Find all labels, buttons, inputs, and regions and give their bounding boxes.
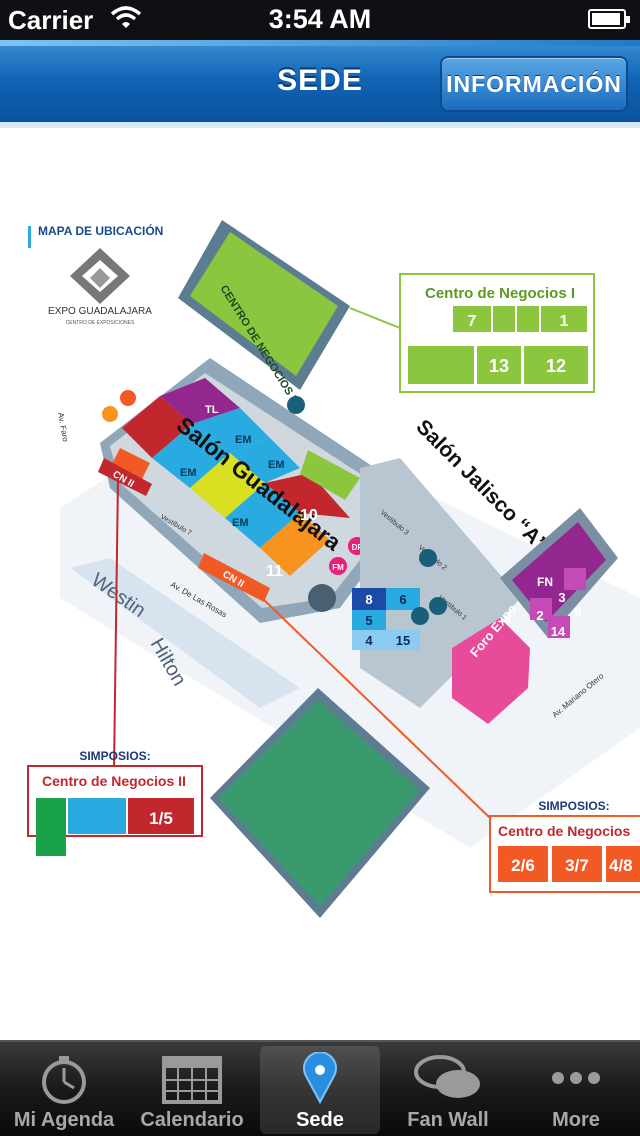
tab-fan-wall[interactable]: Fan Wall — [388, 1046, 508, 1134]
wifi-icon — [110, 6, 142, 35]
location-pin-icon — [102, 406, 118, 422]
svg-text:13: 13 — [489, 356, 509, 376]
venue-map-view[interactable]: MAPA DE UBICACIÓN EXPO GUADALAJARA CENTR… — [0, 128, 640, 1040]
stopwatch-icon — [42, 1056, 86, 1104]
page-title: SEDE — [277, 64, 363, 97]
hall-tl-label: TL — [205, 404, 219, 416]
simposios-left-heading: SIMPOSIOS: — [79, 749, 150, 763]
centro-negocios-ii-box[interactable]: Centro de Negocios II 1/5 — [27, 765, 203, 856]
tab-label: Mi Agenda — [13, 1109, 115, 1131]
fm-marker — [329, 557, 347, 575]
centro-negocios-box[interactable]: Centro de Negocios 2/6 3/7 4/8 — [489, 815, 640, 893]
expo-guadalajara-logo: EXPO GUADALAJARA CENTRO DE EXPOSICIONES — [48, 248, 152, 326]
svg-text:FM: FM — [332, 563, 344, 572]
informacion-button[interactable]: INFORMACIÓN — [440, 56, 628, 112]
hall-10-label: 10 — [300, 507, 318, 524]
tab-label: Fan Wall — [407, 1109, 489, 1131]
tab-sede[interactable]: Sede — [260, 1046, 380, 1134]
hall-em-label: EM — [235, 434, 252, 446]
room-14-label: 14 — [551, 624, 566, 639]
salon-guadalajara[interactable] — [98, 378, 360, 602]
location-pin-icon — [120, 390, 136, 406]
hall-fn-label: FN — [537, 575, 553, 589]
svg-text:1/5: 1/5 — [149, 809, 173, 828]
svg-text:4/8: 4/8 — [609, 856, 633, 875]
navigation-bar: SEDE INFORMACIÓN — [0, 40, 640, 128]
restroom-icon — [429, 597, 447, 615]
svg-text:12: 12 — [546, 356, 566, 376]
room-15-label: 15 — [396, 633, 410, 648]
rotunda — [308, 584, 336, 612]
room-5-label: 5 — [365, 613, 372, 628]
venue-map: MAPA DE UBICACIÓN EXPO GUADALAJARA CENTR… — [27, 220, 640, 918]
hall-em-label-3: EM — [268, 459, 285, 471]
map-pin-icon — [303, 1052, 337, 1104]
tab-label: Sede — [296, 1109, 344, 1131]
hall-11-label: 11 — [266, 563, 283, 580]
room-2-label: 2 — [536, 608, 543, 623]
simposios-right-heading: SIMPOSIOS: — [538, 799, 609, 813]
svg-text:EXPO GUADALAJARA: EXPO GUADALAJARA — [48, 306, 152, 317]
svg-text:CENTRO DE EXPOSICIONES: CENTRO DE EXPOSICIONES — [66, 320, 135, 326]
salon-jalisco-a[interactable] — [500, 508, 618, 638]
restroom-icon — [287, 396, 305, 414]
tab-calendario[interactable]: Calendario — [132, 1046, 252, 1134]
room-6-label: 6 — [399, 592, 406, 607]
legend-title: MAPA DE UBICACIÓN — [38, 223, 163, 238]
chat-bubbles-icon — [414, 1055, 480, 1098]
tab-more[interactable]: More — [516, 1046, 636, 1134]
tab-label: More — [552, 1109, 600, 1131]
room-9-label: 9 — [574, 604, 581, 619]
svg-text:1: 1 — [560, 313, 569, 330]
svg-text:Centro de Negocios I: Centro de Negocios I — [425, 285, 575, 302]
battery-icon — [588, 9, 630, 29]
calendar-icon — [162, 1056, 222, 1104]
svg-text:7: 7 — [468, 313, 477, 330]
svg-text:Centro de Negocios: Centro de Negocios — [498, 823, 630, 839]
restroom-icon — [411, 607, 429, 625]
status-bar: Carrier 3:54 AM — [0, 0, 640, 40]
carrier-label: Carrier — [8, 5, 94, 35]
centro-negocios-i-box[interactable]: Centro de Negocios I 7 1 13 12 — [399, 273, 595, 393]
svg-text:DF: DF — [352, 543, 363, 552]
svg-text:3/7: 3/7 — [565, 856, 589, 875]
legend-accent — [28, 226, 31, 248]
more-dots-icon — [552, 1072, 600, 1084]
clock-time: 3:54 AM — [268, 4, 372, 34]
blue-rooms[interactable] — [352, 588, 420, 650]
hall-em-label-4: EM — [232, 517, 249, 529]
av-faro-label: Av. Faro — [56, 412, 70, 443]
room-4-label: 4 — [365, 633, 373, 648]
hall-em-label-2: EM — [180, 467, 197, 479]
tab-mi-agenda[interactable]: Mi Agenda — [4, 1046, 124, 1134]
tab-label: Calendario — [140, 1109, 244, 1131]
restroom-icon — [419, 549, 437, 567]
room-8-label: 8 — [365, 592, 372, 607]
svg-text:Centro de Negocios II: Centro de Negocios II — [42, 773, 186, 789]
svg-text:2/6: 2/6 — [511, 856, 535, 875]
tab-bar: Mi Agenda Calendario Sede Fan Wall — [0, 1040, 640, 1136]
room-3-label: 3 — [558, 590, 565, 605]
